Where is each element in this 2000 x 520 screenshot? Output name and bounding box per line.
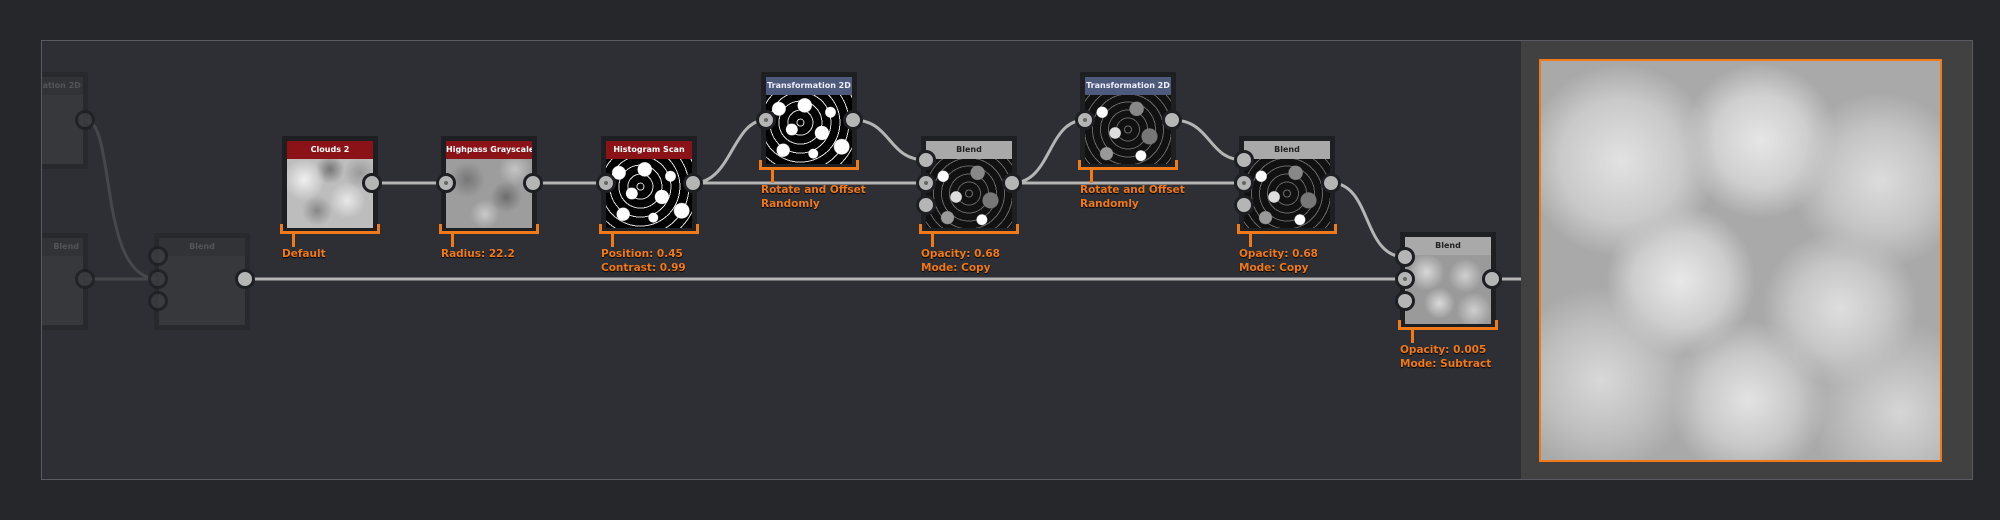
param-stem [611,233,614,247]
input-port[interactable] [148,246,168,266]
output-port[interactable] [523,173,543,193]
param-stem [1249,233,1252,247]
output-port[interactable] [683,173,703,193]
node-param: Opacity: 0.68 [1239,248,1318,260]
node-param: Mode: Copy [1239,262,1309,274]
input-port[interactable] [916,195,936,215]
preview-panel [1521,41,1972,479]
node-highpass-grayscale[interactable]: Highpass Grayscale [441,136,537,233]
wire-faded-transform-to-blend [84,118,159,281]
node-title: Transformation 2D [42,77,83,95]
input-port[interactable] [1234,173,1254,193]
node-param: Opacity: 0.005 [1400,344,1487,356]
node-thumbnail [766,95,852,164]
node-title: Transformation 2D [1085,77,1171,95]
output-port[interactable] [1002,173,1022,193]
param-bracket [1398,320,1498,330]
input-port[interactable] [756,110,776,130]
input-port[interactable] [1075,110,1095,130]
param-bracket [439,224,539,234]
input-port[interactable] [148,291,168,311]
node-transformation-2d[interactable]: Transformation 2D [1080,72,1176,169]
input-port[interactable] [1395,247,1415,267]
node-transformation-2d[interactable]: Transformation 2D [761,72,857,169]
node-thumbnail [159,256,245,325]
output-port[interactable] [75,269,95,289]
input-port[interactable] [1234,195,1254,215]
node-param: Rotate and Offset [1080,184,1185,196]
node-blend[interactable]: Blend [921,136,1017,233]
node-faded-blend[interactable]: Blend [154,233,250,330]
node-title: Blend [1405,237,1491,255]
node-param: Randomly [1080,198,1139,210]
param-bracket [759,160,859,170]
output-port[interactable] [843,110,863,130]
node-title: Blend [1244,141,1330,159]
node-thumbnail [42,256,83,325]
node-histogram-scan[interactable]: Histogram Scan [601,136,697,233]
node-title: Highpass Grayscale [446,141,532,159]
node-title: Blend [159,238,245,256]
node-thumbnail [1405,255,1491,324]
wire-layer [84,118,1521,281]
output-port[interactable] [235,269,255,289]
input-port[interactable] [148,269,168,289]
param-bracket [1237,224,1337,234]
node-title: Histogram Scan [606,141,692,159]
output-preview-image[interactable] [1539,59,1942,462]
node-param: Rotate and Offset [761,184,866,196]
param-stem [931,233,934,247]
node-thumbnail [606,159,692,228]
input-port[interactable] [436,173,456,193]
node-graph-editor[interactable]: Transformation 2D Blend Blend Clouds 2 D… [42,41,1521,479]
param-bracket [919,224,1019,234]
node-thumbnail [1244,159,1330,228]
node-param: Radius: 22.2 [441,248,515,260]
output-port[interactable] [362,173,382,193]
node-thumbnail [287,159,373,228]
wire-transform1-to-blend1 [852,118,927,162]
wire-transform2-to-blend2 [1171,118,1245,162]
output-port[interactable] [1321,173,1341,193]
node-title: Blend [42,238,83,256]
node-param: Position: 0.45 [601,248,683,260]
param-stem [292,233,295,247]
node-param: Contrast: 0.99 [601,262,686,274]
param-stem [451,233,454,247]
wire-histogram-to-transform1 [692,118,767,185]
node-thumbnail [1085,95,1171,164]
node-thumbnail [42,95,83,164]
wire-blend2-to-final [1330,181,1406,259]
input-port[interactable] [916,150,936,170]
node-title: Blend [926,141,1012,159]
input-port[interactable] [1395,269,1415,289]
node-param: Default [282,248,326,260]
input-port[interactable] [596,173,616,193]
param-stem [1090,169,1093,183]
input-port[interactable] [1234,150,1254,170]
node-param: Opacity: 0.68 [921,248,1000,260]
param-stem [1411,329,1414,343]
graph-window: Transformation 2D Blend Blend Clouds 2 D… [41,40,1973,480]
node-faded-blend-left[interactable]: Blend [42,233,88,330]
param-stem [771,169,774,183]
node-param: Randomly [761,198,820,210]
input-port[interactable] [1395,291,1415,311]
param-bracket [599,224,699,234]
node-param: Mode: Copy [921,262,991,274]
output-port[interactable] [75,110,95,130]
node-title: Transformation 2D [766,77,852,95]
output-port[interactable] [1162,110,1182,130]
node-blend[interactable]: Blend [1239,136,1335,233]
param-bracket [1078,160,1178,170]
wire-blend1-to-transform2 [1011,118,1086,185]
node-blend-final[interactable]: Blend [1400,232,1496,329]
node-title: Clouds 2 [287,141,373,159]
node-thumbnail [446,159,532,228]
node-param: Mode: Subtract [1400,358,1492,370]
output-port[interactable] [1482,269,1502,289]
param-bracket [280,224,380,234]
input-port[interactable] [916,173,936,193]
node-thumbnail [926,159,1012,228]
